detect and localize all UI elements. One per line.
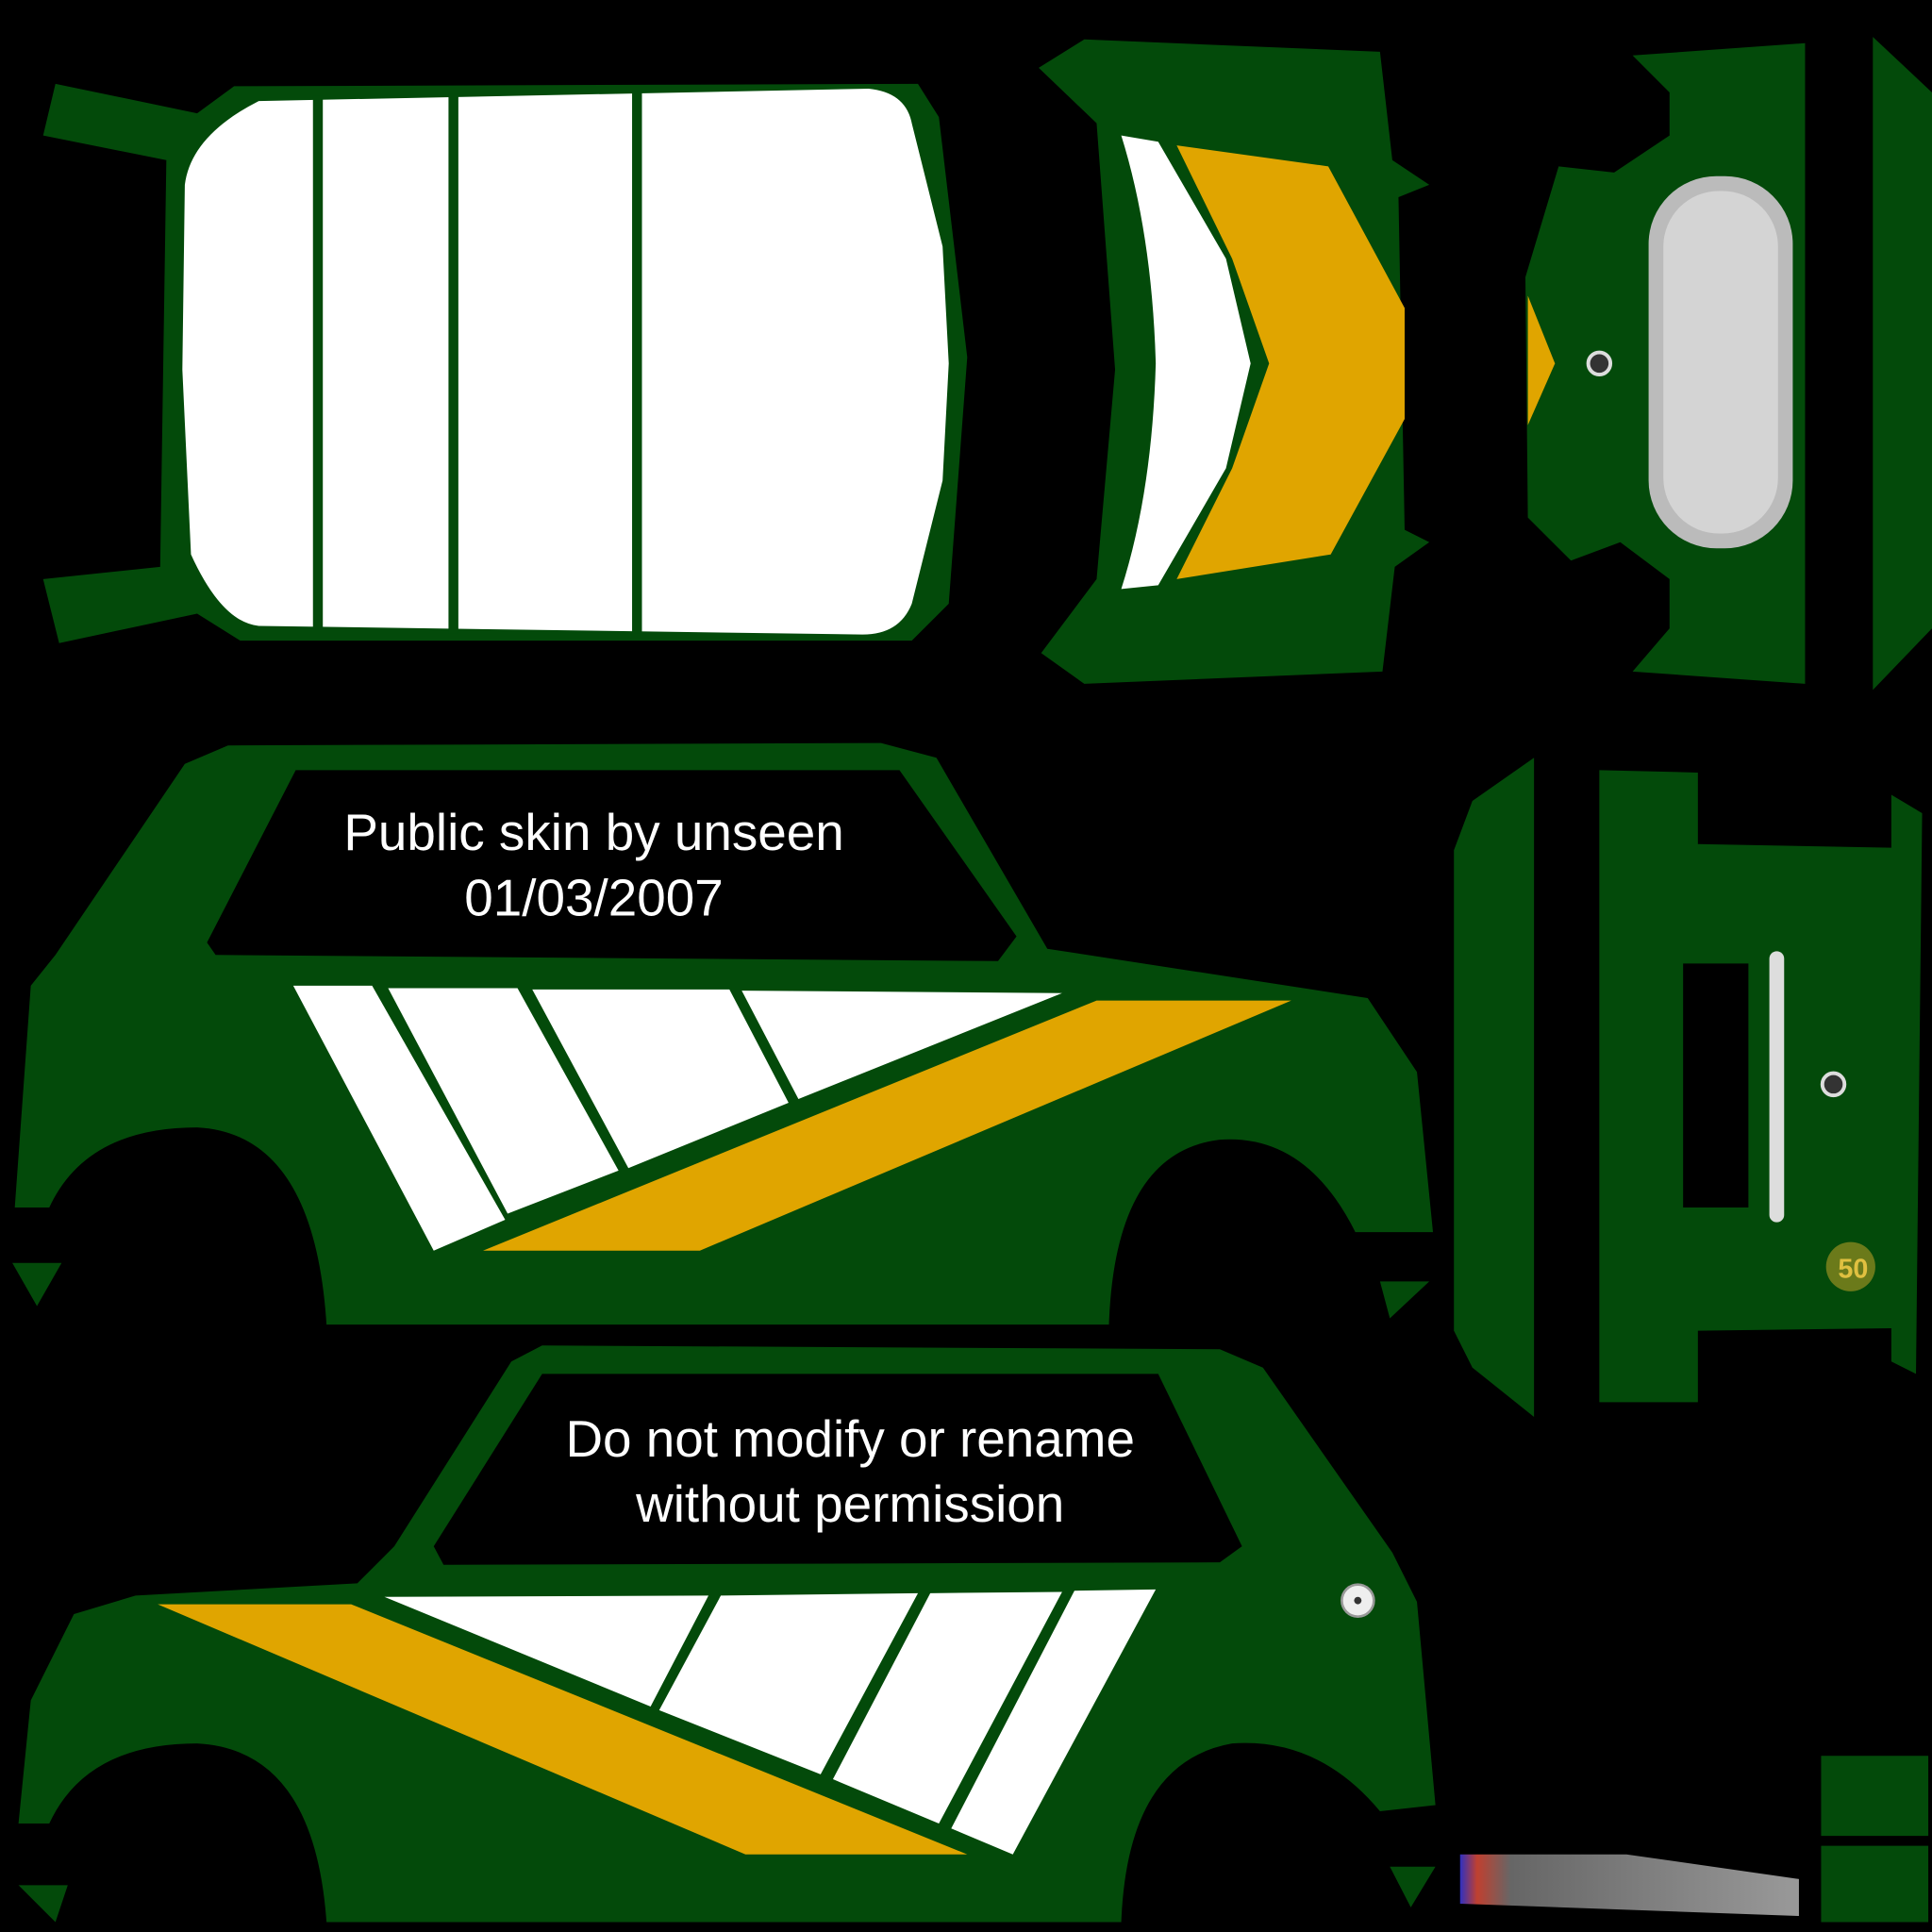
svg-text:50: 50 bbox=[1838, 1254, 1868, 1284]
roof-panel bbox=[42, 83, 968, 643]
side-panel-right: Do not modify or rename without permissi… bbox=[18, 1345, 1436, 1923]
mini-logo-icon bbox=[1586, 350, 1613, 377]
side-panel-left: Public skin by unseen 01/03/2007 bbox=[12, 742, 1434, 1325]
license-plate-recess bbox=[1683, 963, 1749, 1208]
credit-text: Public skin by unseen bbox=[343, 803, 843, 861]
warning-text-line1: Do not modify or rename bbox=[565, 1409, 1135, 1468]
warning-text-line2: without permission bbox=[635, 1474, 1064, 1533]
hood-panel bbox=[1039, 39, 1430, 684]
exhaust-strip bbox=[1459, 1854, 1799, 1917]
anniversary-badge: 50 bbox=[1825, 1241, 1875, 1291]
front-panel bbox=[1524, 37, 1932, 691]
mirror-piece bbox=[1821, 1756, 1929, 1837]
mirror-piece-2 bbox=[1821, 1845, 1929, 1923]
date-text: 01/03/2007 bbox=[464, 868, 724, 926]
rear-handle bbox=[1769, 951, 1785, 1223]
mini-logo-rear-icon bbox=[1820, 1071, 1847, 1098]
rear-panel: 50 bbox=[1454, 758, 1923, 1418]
